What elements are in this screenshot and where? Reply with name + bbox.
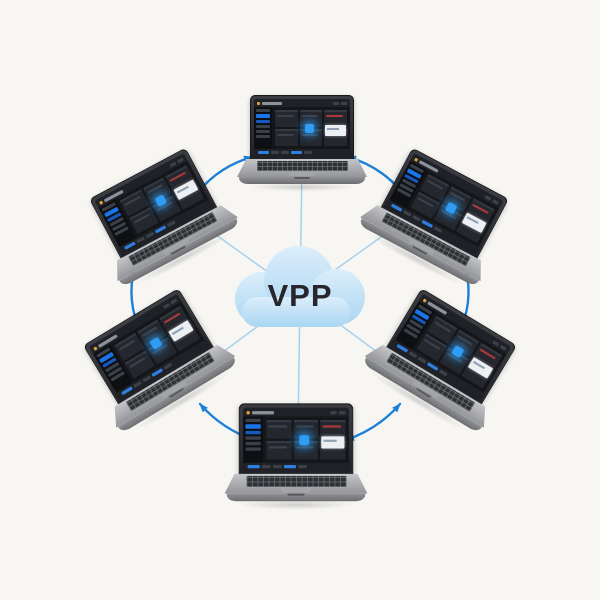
sidebar-item-active (256, 114, 270, 118)
sidebar-item-active (245, 424, 261, 429)
status-chip (390, 203, 403, 212)
dashboard-panels (263, 417, 349, 463)
laptop-base (223, 473, 368, 503)
sidebar-item (256, 135, 270, 138)
titlebar-chip (330, 410, 337, 414)
status-chip (166, 220, 176, 228)
status-chip (271, 151, 279, 154)
laptop-base (236, 159, 368, 185)
dashboard-panel (266, 440, 292, 460)
titlebar-chip (499, 344, 508, 351)
laptop-front-edge (239, 177, 365, 184)
dashboard-panel-alert (320, 419, 346, 439)
titlebar-chip (333, 101, 339, 105)
titlebar-chip (338, 410, 346, 414)
laptop-top (236, 95, 368, 192)
dashboard-body (243, 416, 349, 463)
laptop-bottom (223, 403, 368, 511)
hinge-notch (287, 493, 305, 496)
dashboard-panel (275, 110, 298, 127)
status-chip (283, 465, 296, 469)
glow-node-indicator (304, 124, 314, 133)
sidebar-item (245, 418, 261, 423)
dashboard-statusbar (254, 149, 350, 156)
titlebar-chip (492, 339, 500, 346)
popup-card (321, 436, 345, 450)
status-chip (281, 151, 289, 154)
laptop-trackpad (281, 488, 311, 493)
status-chip (261, 465, 271, 469)
dashboard-statusbar (243, 462, 349, 471)
laptop-front-edge (226, 493, 366, 502)
laptop-keyboard (256, 161, 348, 171)
dashboard-panel (275, 129, 298, 146)
status-chip (247, 465, 260, 469)
cloud-label: VPP (267, 278, 333, 313)
titlebar-chip (492, 198, 500, 205)
sidebar-item (245, 430, 261, 435)
sidebar-item (245, 447, 261, 451)
popup-card (325, 125, 346, 137)
status-chip (136, 236, 146, 244)
dashboard-panel (299, 110, 323, 127)
status-chip (145, 231, 155, 239)
dashboard-sidebar (254, 107, 272, 149)
titlebar-chip (341, 101, 347, 105)
laptop-lid (238, 403, 354, 475)
app-logo-icon (422, 297, 428, 303)
sidebar-item (256, 125, 270, 128)
status-chip (124, 241, 136, 250)
app-logo-icon (257, 101, 260, 105)
vpp-cloud (235, 246, 365, 327)
status-chip (121, 386, 133, 396)
app-title-chip (252, 410, 274, 414)
dashboard-titlebar (243, 407, 349, 417)
laptop-screen (254, 99, 350, 156)
app-title-chip (262, 101, 282, 105)
sidebar-item (245, 441, 261, 446)
dashboard-panel-alert (324, 110, 347, 127)
status-chip (291, 151, 302, 154)
sidebar-item (256, 130, 270, 133)
app-logo-icon (98, 200, 104, 205)
app-logo-icon (92, 345, 98, 351)
dashboard-titlebar (254, 99, 350, 107)
hinge-notch (294, 177, 310, 179)
app-logo-icon (414, 157, 419, 162)
sidebar-item (245, 436, 261, 440)
laptop-deck (224, 473, 368, 494)
status-chip (258, 151, 269, 154)
laptop-keyboard (245, 476, 347, 487)
sidebar-item (256, 120, 270, 123)
dashboard-panels (272, 107, 350, 149)
glow-node-indicator (298, 435, 309, 446)
titlebar-chip (484, 194, 492, 201)
dashboard-panel (293, 419, 319, 439)
status-chip (298, 465, 307, 469)
dashboard-sidebar (243, 416, 263, 463)
dashboard-body (254, 107, 350, 149)
laptop-lid (250, 95, 354, 160)
status-chip (272, 465, 282, 469)
laptop-trackpad (289, 172, 315, 176)
laptop-screen (243, 407, 349, 471)
app-logo-icon (246, 410, 250, 414)
status-chip (304, 151, 312, 154)
laptop-deck (237, 159, 367, 177)
dashboard-panel (266, 419, 292, 439)
sidebar-item (256, 109, 270, 112)
